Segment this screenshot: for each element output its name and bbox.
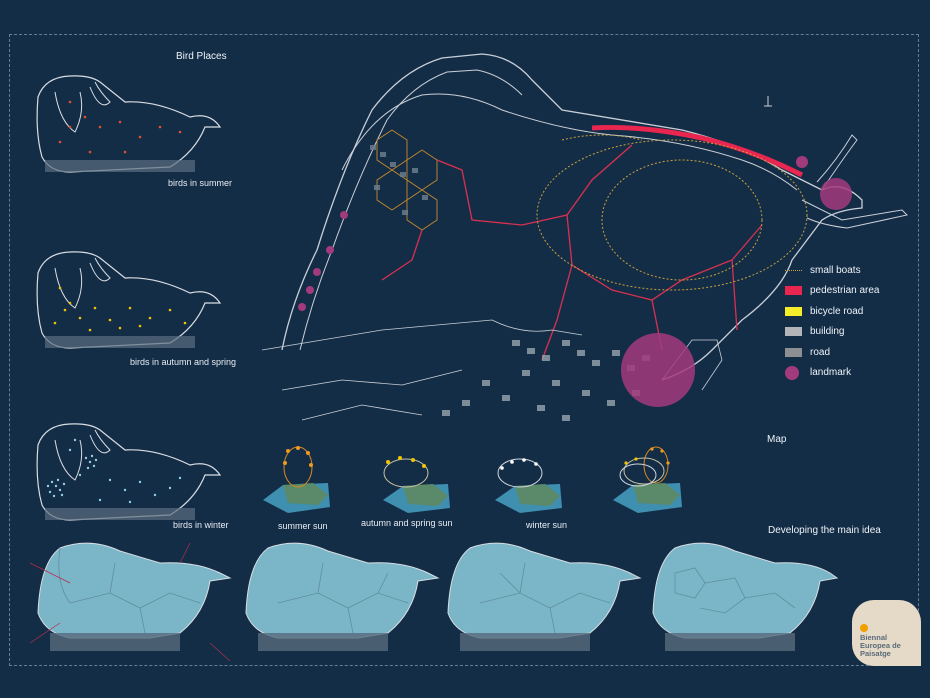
legend-label: building [810, 326, 845, 338]
legend-label: small boats [810, 264, 861, 276]
bird-map-autumn-spring [36, 251, 222, 349]
bird-map-summer [36, 75, 222, 173]
biennal-logo: Biennal Europea de Paisatge [852, 600, 921, 666]
idea-map-4 [652, 542, 839, 651]
idea-map-1 [29, 542, 232, 662]
legend-item-road: road [785, 342, 915, 363]
legend-label: road [810, 346, 831, 358]
caption-birds-winter: birds in winter [173, 520, 229, 530]
sun-study-combined [613, 446, 682, 513]
sun-icon [860, 624, 868, 632]
logo-text: Biennal Europea de Paisatge [860, 633, 901, 658]
road-swatch [785, 347, 802, 357]
legend-item-small-boats: small boats [785, 260, 915, 281]
building-swatch [785, 327, 802, 337]
caption-birds-summer: birds in summer [168, 178, 233, 188]
caption-winter-sun: winter sun [526, 520, 568, 530]
sun-study-winter [495, 458, 562, 513]
landmark-circle-icon [785, 365, 799, 380]
legend-label: bicycle road [810, 305, 864, 317]
map-title: Map [767, 434, 787, 445]
poster-frame [9, 34, 919, 666]
idea-map-2 [245, 542, 440, 651]
legend-item-building: building [785, 322, 915, 343]
bird-places-title: Bird Places [176, 51, 227, 62]
bird-map-winter [36, 423, 222, 521]
developing-title: Developing the main idea [768, 525, 881, 536]
idea-map-3 [447, 542, 642, 651]
dotted-line-icon [785, 269, 802, 271]
caption-summer-sun: summer sun [278, 521, 328, 531]
caption-autumn-spring-sun: autumn and spring sun [361, 518, 453, 528]
legend-item-bicycle-road: bicycle road [785, 301, 915, 322]
bicycle-swatch [785, 306, 802, 316]
legend-label: pedestrian area [810, 285, 880, 297]
sun-study-summer [263, 446, 330, 513]
legend-label: landmark [810, 367, 852, 379]
sun-study-autumn-spring [383, 456, 450, 513]
map-legend: small boats pedestrian area bicycle road… [785, 260, 915, 383]
legend-item-landmark: landmark [785, 363, 915, 384]
main-site-map [261, 53, 909, 421]
caption-birds-autumn-spring: birds in autumn and spring [130, 357, 237, 367]
pedestrian-swatch [785, 286, 802, 296]
legend-item-pedestrian-area: pedestrian area [785, 281, 915, 302]
